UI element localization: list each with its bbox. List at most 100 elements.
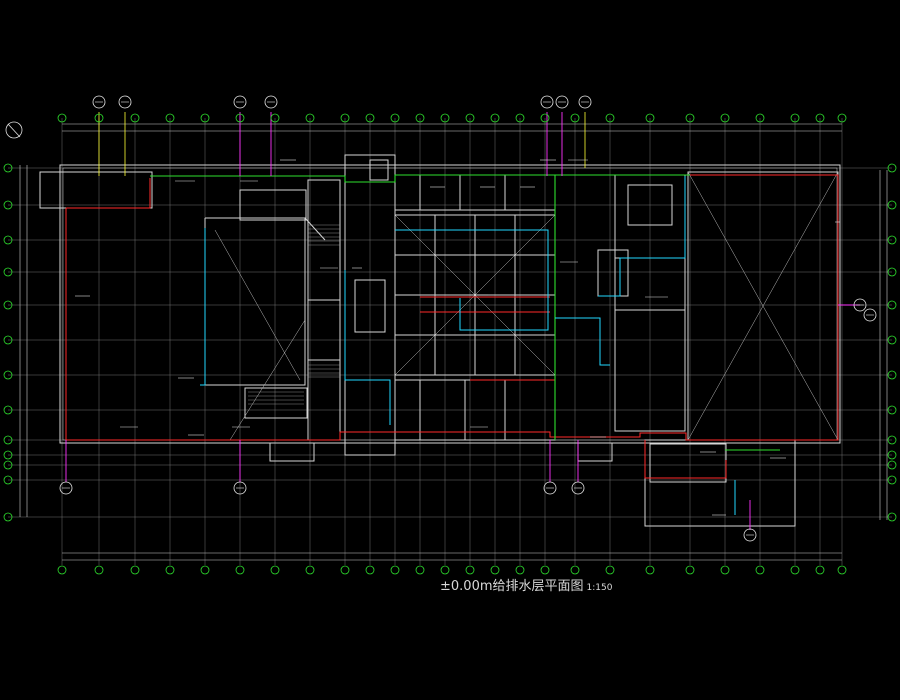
axis-bubble-icon bbox=[887, 163, 897, 173]
axis-bubble-icon bbox=[887, 435, 897, 445]
axis-bubble-icon bbox=[305, 113, 315, 123]
axis-bubble-icon bbox=[3, 200, 13, 210]
axis-bubble-icon bbox=[94, 565, 104, 575]
axis-bubble-icon bbox=[235, 113, 245, 123]
axis-bubble-icon bbox=[415, 113, 425, 123]
axis-bubble-icon bbox=[3, 405, 13, 415]
axis-grid-lines bbox=[8, 118, 892, 565]
diagonal-lines bbox=[214, 171, 839, 441]
dimension-lines bbox=[19, 123, 888, 561]
fire-pipe bbox=[65, 174, 839, 479]
drawing-scale: 1:150 bbox=[586, 583, 613, 593]
axis-bubble-icon bbox=[440, 113, 450, 123]
axis-bubble-icon bbox=[685, 565, 695, 575]
axis-bubble-icon bbox=[887, 405, 897, 415]
riser-icon bbox=[540, 95, 554, 109]
axis-bubble-icon bbox=[340, 113, 350, 123]
axis-bubble-icon bbox=[130, 565, 140, 575]
axis-bubble-icon bbox=[887, 370, 897, 380]
stair-hatching bbox=[248, 224, 340, 405]
axis-bubble-icon bbox=[515, 565, 525, 575]
axis-bubble-icon bbox=[3, 163, 13, 173]
riser-icon bbox=[92, 95, 106, 109]
axis-bubble-icon bbox=[887, 200, 897, 210]
north-arrow-icon bbox=[5, 121, 23, 139]
axis-bubble-icon bbox=[365, 113, 375, 123]
axis-bubble-icon bbox=[605, 565, 615, 575]
axis-bubble-icon bbox=[465, 565, 475, 575]
axis-bubble-icon bbox=[887, 450, 897, 460]
axis-bubble-icon bbox=[515, 113, 525, 123]
vent-pipe bbox=[65, 112, 860, 530]
riser-icon bbox=[233, 481, 247, 495]
riser-icon bbox=[578, 95, 592, 109]
riser-icon bbox=[543, 481, 557, 495]
axis-bubble-icon bbox=[235, 565, 245, 575]
axis-bubble-icon bbox=[3, 335, 13, 345]
axis-bubble-icon bbox=[165, 113, 175, 123]
axis-bubble-icon bbox=[3, 235, 13, 245]
axis-bubble-icon bbox=[887, 235, 897, 245]
annotation-marks bbox=[75, 159, 840, 516]
axis-bubble-icon bbox=[887, 512, 897, 522]
axis-bubble-icon bbox=[57, 565, 67, 575]
axis-bubble-icon bbox=[887, 460, 897, 470]
axis-bubble-icon bbox=[465, 113, 475, 123]
axis-bubble-icon bbox=[440, 565, 450, 575]
axis-bubble-icon bbox=[887, 267, 897, 277]
axis-bubble-icon bbox=[570, 565, 580, 575]
riser-icon bbox=[555, 95, 569, 109]
axis-bubble-icon bbox=[790, 113, 800, 123]
drainage-pipe bbox=[98, 112, 586, 176]
axis-bubble-icon bbox=[390, 565, 400, 575]
axis-bubble-icon bbox=[200, 113, 210, 123]
riser-icon bbox=[853, 298, 867, 312]
axis-bubble-icon bbox=[755, 565, 765, 575]
axis-bubble-icon bbox=[815, 113, 825, 123]
axis-bubble-icon bbox=[3, 475, 13, 485]
axis-bubble-icon bbox=[540, 565, 550, 575]
riser-symbols bbox=[59, 95, 877, 542]
building-walls bbox=[39, 154, 841, 527]
axis-bubble-icon bbox=[887, 300, 897, 310]
axis-bubble-icon bbox=[3, 370, 13, 380]
axis-bubble-icon bbox=[3, 460, 13, 470]
axis-bubble-icon bbox=[130, 113, 140, 123]
riser-icon bbox=[863, 308, 877, 322]
axis-bubbles bbox=[3, 113, 897, 575]
axis-bubble-icon bbox=[57, 113, 67, 123]
axis-bubble-icon bbox=[837, 565, 847, 575]
axis-bubble-icon bbox=[540, 113, 550, 123]
axis-bubble-icon bbox=[270, 565, 280, 575]
riser-icon bbox=[118, 95, 132, 109]
axis-bubble-icon bbox=[365, 565, 375, 575]
axis-bubble-icon bbox=[200, 565, 210, 575]
axis-bubble-icon bbox=[94, 113, 104, 123]
riser-icon bbox=[59, 481, 73, 495]
axis-bubble-icon bbox=[3, 450, 13, 460]
axis-bubble-icon bbox=[720, 113, 730, 123]
riser-icon bbox=[233, 95, 247, 109]
axis-bubble-icon bbox=[340, 565, 350, 575]
riser-icon bbox=[264, 95, 278, 109]
axis-bubble-icon bbox=[490, 113, 500, 123]
cold-water-pipe bbox=[200, 176, 736, 515]
axis-bubble-icon bbox=[790, 565, 800, 575]
water-supply-pipe bbox=[150, 174, 780, 451]
axis-bubble-icon bbox=[3, 267, 13, 277]
axis-bubble-icon bbox=[165, 565, 175, 575]
axis-bubble-icon bbox=[390, 113, 400, 123]
axis-bubble-icon bbox=[645, 565, 655, 575]
axis-bubble-icon bbox=[3, 435, 13, 445]
axis-bubble-icon bbox=[3, 300, 13, 310]
axis-bubble-icon bbox=[815, 565, 825, 575]
riser-icon bbox=[571, 481, 585, 495]
axis-bubble-icon bbox=[570, 113, 580, 123]
axis-bubble-icon bbox=[755, 113, 765, 123]
axis-bubble-icon bbox=[720, 565, 730, 575]
axis-bubble-icon bbox=[490, 565, 500, 575]
riser-icon bbox=[743, 528, 757, 542]
axis-bubble-icon bbox=[605, 113, 615, 123]
